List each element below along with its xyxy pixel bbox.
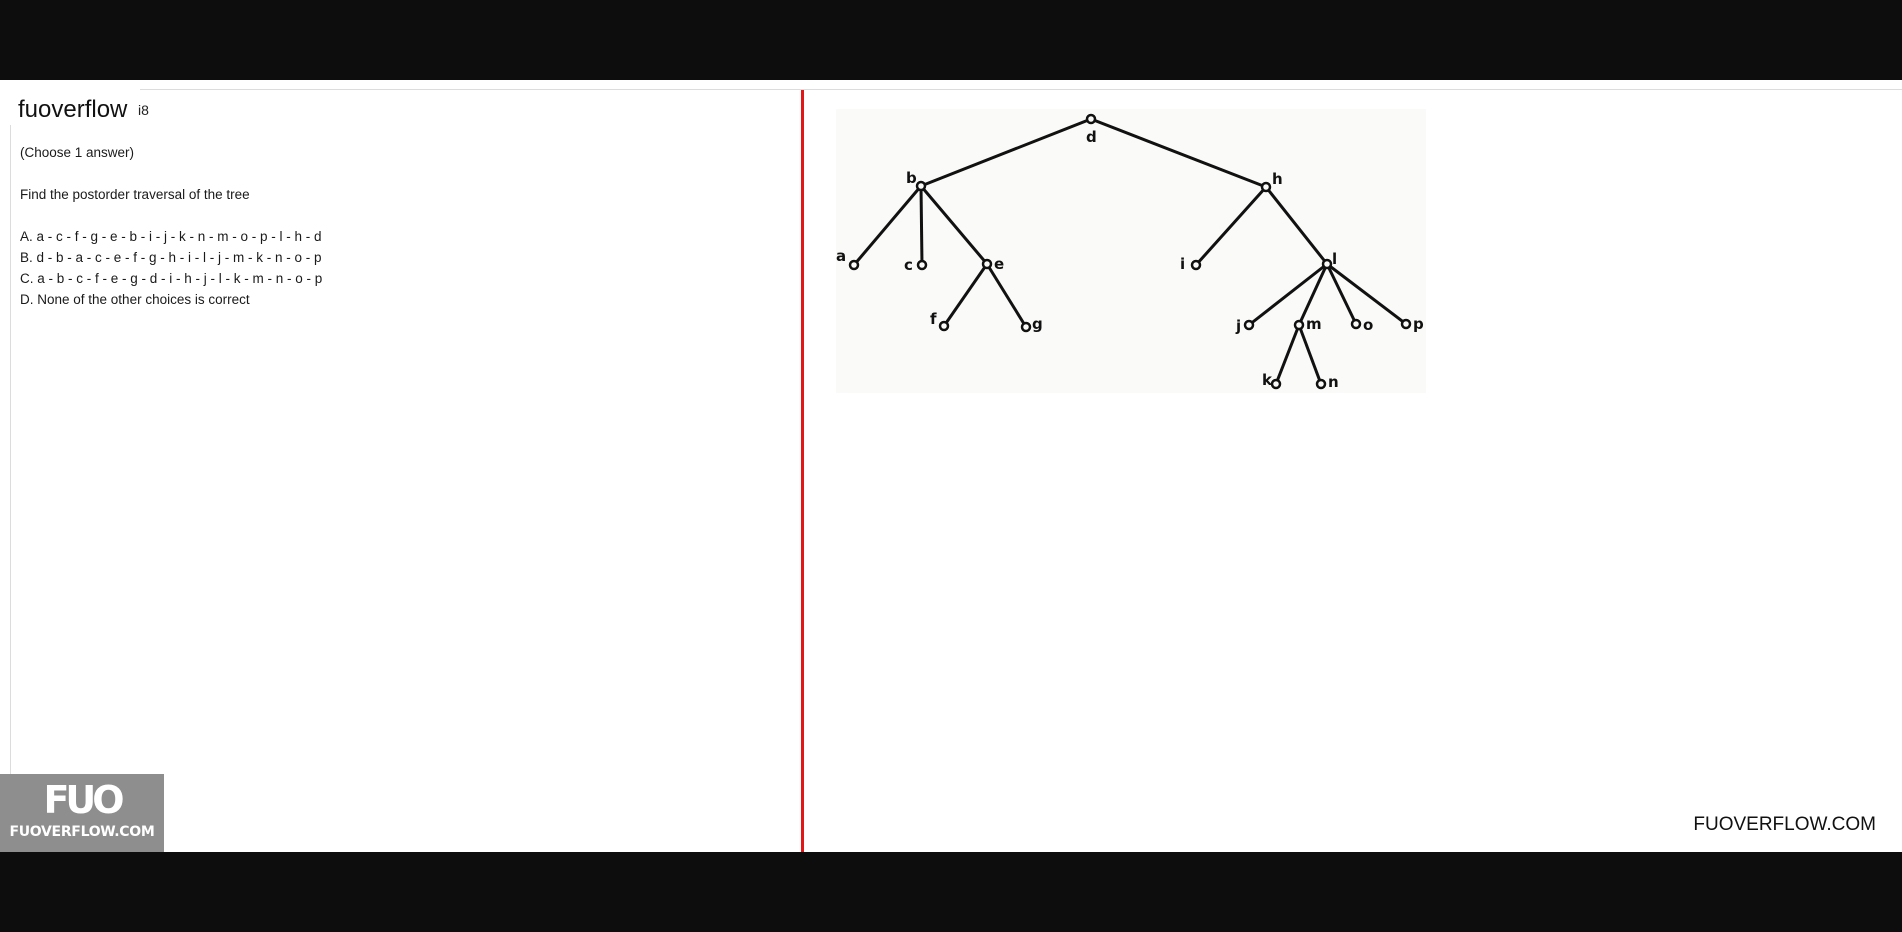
node-m	[1293, 319, 1305, 331]
logo-mark: FUO	[43, 778, 124, 822]
label-p: p	[1413, 315, 1424, 333]
site-url-watermark: FUOVERFLOW.COM	[1693, 814, 1876, 835]
edge-d-b	[920, 117, 1092, 188]
label-d: d	[1086, 128, 1097, 146]
panel-divider	[801, 90, 804, 852]
node-l	[1321, 258, 1333, 270]
label-j: j	[1235, 317, 1241, 335]
label-l: l	[1332, 250, 1337, 268]
question-panel: (Choose 1 answer) Find the postorder tra…	[20, 142, 322, 310]
label-i: i	[1180, 255, 1185, 273]
label-h: h	[1272, 170, 1283, 188]
edge-e-g	[985, 263, 1028, 328]
edge-l-p	[1326, 262, 1407, 326]
label-b: b	[906, 169, 917, 187]
node-j	[1243, 319, 1255, 331]
screenshot-stage: fuoverflow i8 (Choose 1 answer) Find the…	[0, 80, 1902, 852]
node-b	[915, 180, 927, 192]
edge-b-c	[919, 185, 924, 266]
edge-b-a	[852, 185, 923, 266]
node-p	[1400, 318, 1412, 330]
label-n: n	[1328, 373, 1339, 391]
edge-l-o	[1325, 263, 1358, 325]
top-rule	[140, 89, 1902, 90]
node-c	[916, 259, 928, 271]
answer-option-b: B. d - b - a - c - e - f - g - h - i - l…	[20, 250, 322, 265]
answer-option-a: A. a - c - f - g - e - b - i - j - k - n…	[20, 229, 322, 244]
label-e: e	[994, 255, 1004, 273]
node-a	[848, 259, 860, 271]
node-o	[1350, 318, 1362, 330]
edge-d-h	[1090, 117, 1267, 189]
label-m: m	[1306, 315, 1322, 333]
label-c: c	[904, 256, 913, 274]
edge-h-l	[1264, 186, 1329, 265]
tree-diagram: d b h a c e f g i l j m o p k n	[836, 109, 1426, 393]
brand-fragment: i8	[138, 102, 149, 118]
edge-m-n	[1297, 324, 1323, 385]
label-g: g	[1032, 315, 1043, 333]
label-k: k	[1262, 371, 1273, 389]
node-k	[1270, 378, 1282, 390]
edge-h-i	[1194, 185, 1268, 267]
tree-labels: d b h a c e f g i l j m o p k n	[836, 128, 1424, 391]
edge-l-m	[1297, 263, 1329, 326]
edge-e-f	[942, 263, 989, 327]
fuoverflow-logo: FUO FUOVERFLOW.COM	[0, 774, 164, 852]
left-border	[10, 125, 11, 852]
label-f: f	[930, 310, 937, 328]
node-e	[981, 258, 993, 270]
edge-m-k	[1274, 324, 1301, 385]
node-f	[938, 320, 950, 332]
node-g	[1020, 321, 1032, 333]
question-prompt: Find the postorder traversal of the tree	[20, 187, 250, 202]
tree-edges	[852, 117, 1407, 385]
node-i	[1190, 259, 1202, 271]
answer-option-d: D. None of the other choices is correct	[20, 292, 250, 307]
edge-b-e	[919, 185, 989, 265]
logo-text: FUOVERFLOW.COM	[9, 824, 155, 840]
edge-l-j	[1248, 262, 1328, 327]
tree-nodes	[848, 113, 1412, 390]
node-h	[1260, 181, 1272, 193]
label-o: o	[1363, 316, 1373, 334]
question-instruction: (Choose 1 answer)	[20, 145, 135, 160]
label-a: a	[836, 247, 846, 265]
node-n	[1315, 378, 1327, 390]
site-brand: fuoverflow	[18, 96, 136, 124]
tree-svg: d b h a c e f g i l j m o p k n	[836, 113, 1424, 391]
node-d	[1085, 113, 1097, 125]
answer-option-c: C. a - b - c - f - e - g - d - i - h - j…	[20, 271, 323, 286]
